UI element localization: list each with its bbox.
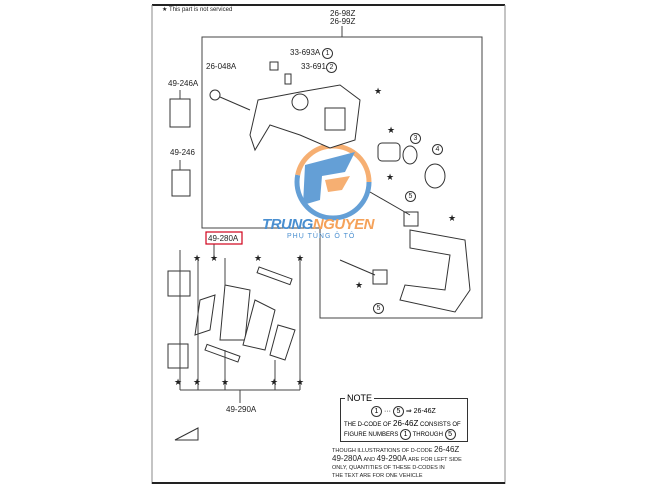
arrow-icon [174,427,199,441]
label-49-290A: 49-290A [226,405,257,414]
brake-pads [167,98,296,369]
label-26-048A: 26-048A [206,62,237,71]
note-box: NOTE 1 ··· 5 ⇒ 26-46Z THE D-CODE OF 26-4… [340,393,468,442]
svg-text:★: ★ [296,377,304,387]
svg-text:★: ★ [174,377,182,387]
pad-set-bracket [179,90,301,403]
callout-4: 4 [432,144,443,155]
label-assembly-2: 26-99Z [330,17,356,26]
watermark-tagline: PHỤ TÙNG Ô TÔ [287,233,356,240]
label-49-246A: 49-246A [168,79,199,88]
svg-text:★: ★ [221,377,229,387]
svg-text:★: ★ [387,125,395,135]
label-49-246: 49-246 [170,148,195,157]
callout-3: 3 [410,133,421,144]
callout-5a: 5 [405,191,416,202]
watermark-brand: TRUNGNGUYEN [262,216,375,233]
svg-text:★: ★ [355,280,363,290]
svg-text:★: ★ [210,253,218,263]
logo-mark [294,143,372,221]
svg-text:★: ★ [193,253,201,263]
label-33-693A: 33-693A 1 [290,48,334,59]
caliper-body [209,61,471,313]
svg-text:★: ★ [254,253,262,263]
note-title: NOTE [345,393,375,403]
star-markers: ★ ★ ★ ★ ★ ★ ★ ★ ★ ★ ★ ★ ★ ★ [174,86,456,387]
svg-text:★: ★ [270,377,278,387]
svg-text:★: ★ [193,377,201,387]
note-line-2: THE D-CODE OF 26-46Z CONSISTS OF [344,419,461,428]
svg-text:★: ★ [386,172,394,182]
label-49-280A: 49-280A [208,234,239,243]
note-footer: THOUGH ILLUSTRATIONS OF D-CODE 26-46Z 49… [332,445,462,480]
caliper-group-box [201,36,483,319]
legend-note: ★ This part is not serviced [162,7,233,13]
svg-text:★: ★ [374,86,382,96]
label-assembly-1: 26-98Z [330,9,356,18]
callout-5b: 5 [373,303,384,314]
svg-text:★: ★ [296,253,304,263]
note-line-1: 1 ··· 5 ⇒ 26-46Z [371,406,436,417]
highlight-box [205,231,243,245]
note-line-3: FIGURE NUMBERS 1 THROUGH 5 [344,429,456,440]
svg-text:★: ★ [448,213,456,223]
